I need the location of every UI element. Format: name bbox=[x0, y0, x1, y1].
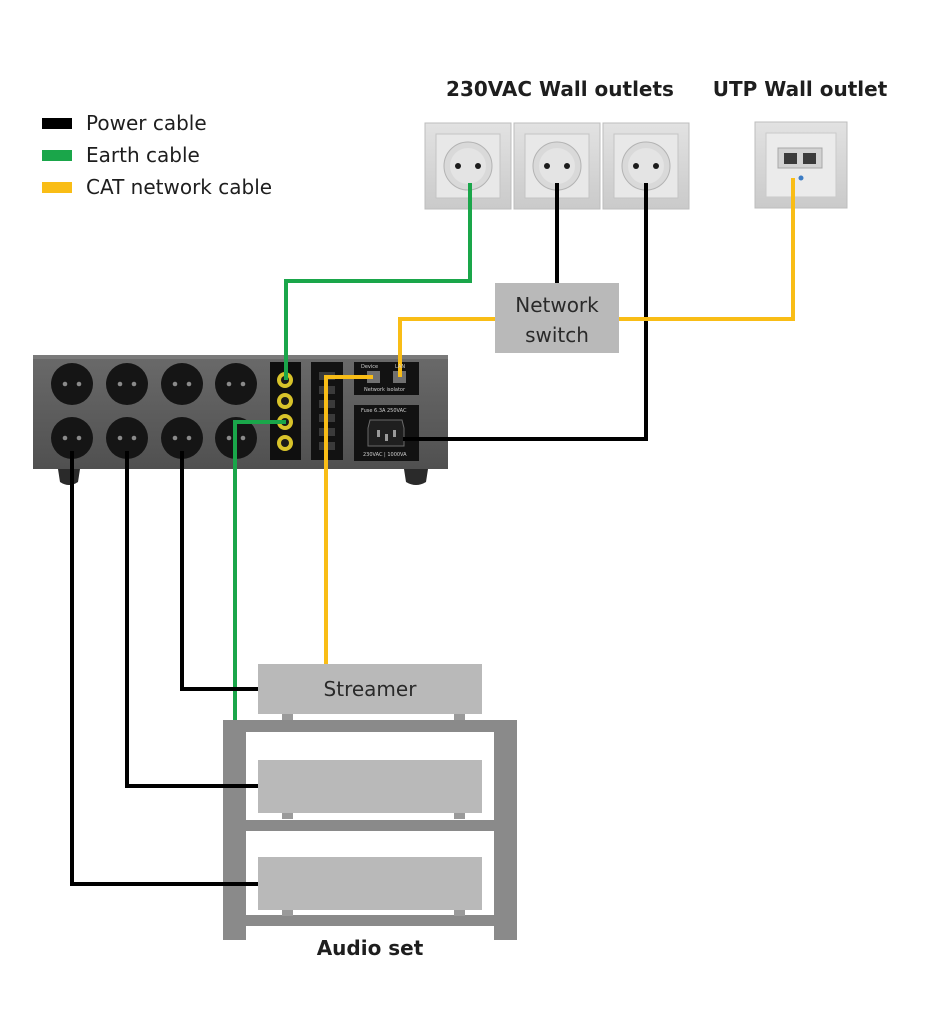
network-cable-strip-to-streamer bbox=[324, 375, 373, 664]
legend-swatch-network bbox=[42, 181, 72, 193]
wall-outlets-title: 230VAC Wall outlets bbox=[446, 77, 674, 101]
network-cable-utp-to-switch bbox=[619, 178, 795, 321]
power-cable-strip-to-streamer bbox=[180, 451, 258, 691]
strip-socket bbox=[106, 417, 148, 459]
streamer-label: Streamer bbox=[323, 677, 417, 701]
network-switch-label: Network switch bbox=[495, 290, 619, 350]
legend-swatch-power bbox=[42, 117, 72, 129]
legend-item-earth: Earth cable bbox=[42, 143, 200, 167]
strip-socket bbox=[161, 363, 203, 405]
strip-socket bbox=[161, 417, 203, 459]
strip-socket bbox=[51, 363, 93, 405]
panel-device-label: Device bbox=[361, 364, 379, 370]
inlet-rating-label: 230VAC | 1000VA bbox=[363, 452, 407, 458]
network-isolator-panel bbox=[354, 362, 419, 395]
legend-label-network: CAT network cable bbox=[86, 175, 273, 199]
legend-label-earth: Earth cable bbox=[86, 143, 200, 167]
strip-socket bbox=[215, 363, 257, 405]
wall-outlet-1 bbox=[424, 122, 512, 210]
panel-network-isolator-label: Network isolator bbox=[364, 387, 406, 393]
network-switch-label-line2: switch bbox=[525, 323, 589, 347]
power-strip bbox=[33, 355, 448, 485]
inlet-fuse-label: Fuse 6.3A 250VAC bbox=[361, 408, 407, 414]
strip-socket bbox=[51, 417, 93, 459]
network-switch-box bbox=[495, 283, 619, 353]
streamer-unit bbox=[258, 664, 482, 720]
audio-component-1 bbox=[258, 760, 482, 819]
audio-set-title: Audio set bbox=[316, 936, 424, 960]
legend-swatch-earth bbox=[42, 149, 72, 161]
legend-item-power: Power cable bbox=[42, 111, 207, 135]
legend-label-power: Power cable bbox=[86, 111, 207, 135]
power-cable-strip-to-audio-2 bbox=[70, 451, 258, 886]
audio-component-2 bbox=[258, 857, 482, 916]
utp-wall-outlet bbox=[754, 121, 848, 209]
power-inlet-panel bbox=[354, 405, 419, 461]
earth-cable-strip-to-audio bbox=[233, 420, 286, 720]
network-switch-label-line1: Network bbox=[515, 293, 599, 317]
power-cable-wall-to-strip bbox=[403, 183, 648, 441]
panel-lan-label: LAN bbox=[395, 364, 406, 370]
strip-socket bbox=[106, 363, 148, 405]
utp-outlet-title: UTP Wall outlet bbox=[712, 77, 888, 101]
earth-cable-wall-to-strip bbox=[284, 183, 472, 380]
legend-item-network: CAT network cable bbox=[42, 175, 272, 199]
network-cable-switch-to-strip bbox=[398, 317, 495, 377]
power-cable-strip-to-audio-1 bbox=[125, 451, 258, 788]
